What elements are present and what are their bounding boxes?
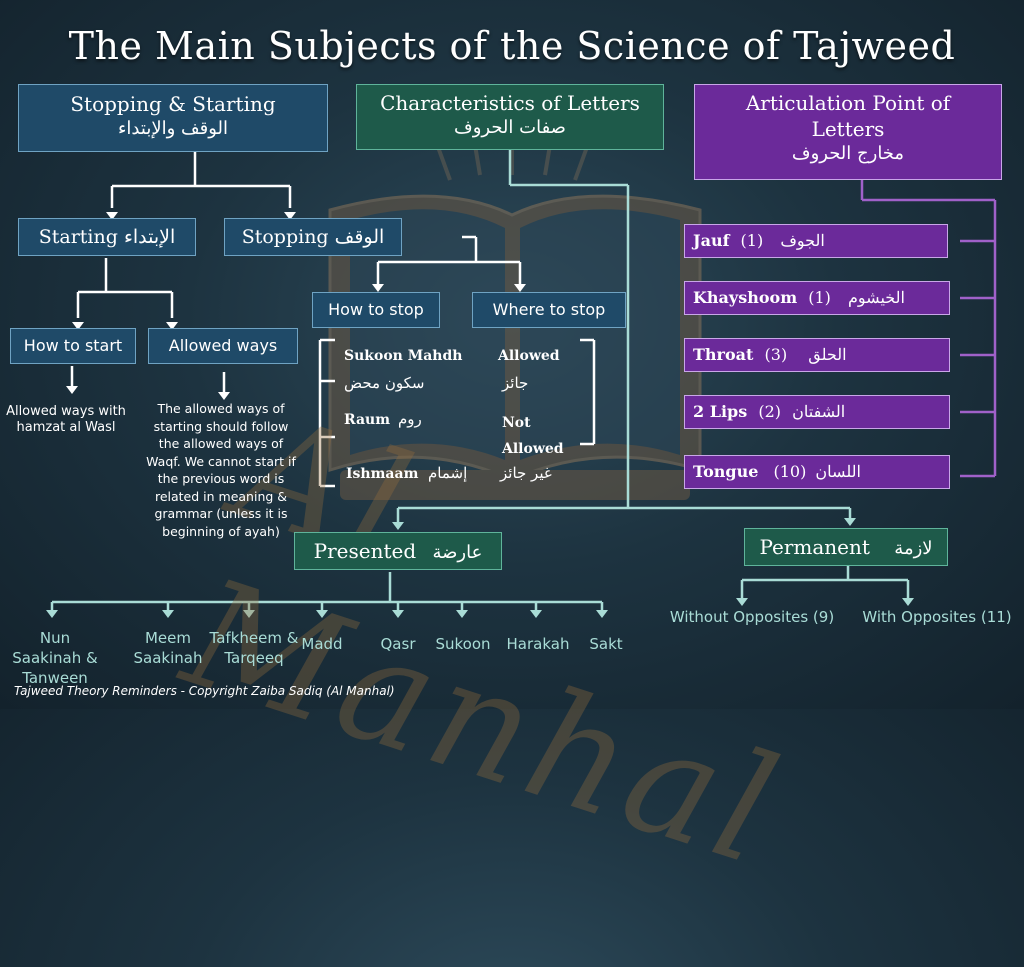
articulation-point-2: Khayshoom الخيشوم (1) xyxy=(684,281,950,315)
how-to-start-box: How to start xyxy=(10,328,136,364)
permanent-item-2: With Opposites (11) xyxy=(862,608,1012,626)
ap-4-ar: الشفتان xyxy=(792,402,846,421)
ap-2-count: (1) xyxy=(808,288,831,307)
ap-1-ar: الجوف xyxy=(780,231,825,250)
starting-en: Starting xyxy=(38,226,118,248)
ap-2-ar: الخيشوم xyxy=(848,288,905,307)
articulation-point-5: Tongue اللسان (10) xyxy=(684,455,950,489)
connector-lines xyxy=(46,110,997,618)
stop-place-1-ar: جائز xyxy=(502,374,529,392)
ap-4-en: 2 Lips xyxy=(693,402,748,421)
permanent-en: Permanent xyxy=(759,535,870,559)
footer-copyright: Tajweed Theory Reminders - Copyright Zai… xyxy=(14,684,395,698)
stopping-ar: الوقف xyxy=(334,226,385,248)
ap-2-en: Khayshoom xyxy=(693,288,798,307)
articulation-point-1: Jauf الجوف (1) xyxy=(684,224,948,258)
stopping-starting-en: Stopping & Starting xyxy=(70,92,276,116)
presented-item-8: Sakt xyxy=(589,635,623,653)
starting-ar: الإبتداء xyxy=(123,226,176,248)
articulation-point-4: 2 Lips الشفتان (2) xyxy=(684,395,950,429)
permanent-box: Permanent لازمة xyxy=(744,528,948,566)
ap-5-en: Tongue xyxy=(693,462,759,481)
where-to-stop-box: Where to stop xyxy=(472,292,626,328)
stop-method-3-ar: إشمام xyxy=(428,464,468,482)
stop-method-3-en: Ishmaam xyxy=(346,466,419,482)
presented-box: Presented عارضة xyxy=(294,532,502,570)
ap-3-ar: الحلق xyxy=(808,345,847,364)
articulation-ar: مخارج الحروف xyxy=(791,143,905,164)
stopping-starting-box: Stopping & Starting الوقف والإبتداء xyxy=(18,84,328,152)
articulation-en1: Articulation Point of xyxy=(745,91,951,115)
stop-method-1-ar: سكون محض xyxy=(344,374,425,392)
presented-item-5: Qasr xyxy=(380,635,416,653)
characteristics-ar: صفات الحروف xyxy=(454,117,566,138)
stopping-en: Stopping xyxy=(241,226,329,248)
presented-item-2: Meem Saakinah xyxy=(133,629,203,667)
allowed-ways-note: The allowed ways of starting should foll… xyxy=(146,401,296,539)
ap-3-en: Throat xyxy=(693,345,754,364)
ap-5-count: (10) xyxy=(773,462,807,481)
permanent-item-1: Without Opposites (9) xyxy=(669,608,835,626)
presented-en: Presented xyxy=(313,539,417,563)
starting-box: Starting الإبتداء xyxy=(18,218,196,256)
presented-item-7: Harakah xyxy=(506,635,570,653)
stop-place-2-ar: غير جائز xyxy=(500,464,552,482)
allowed-ways-hamzat-text: Allowed ways with hamzat al Wasl xyxy=(6,404,126,435)
diagram-canvas: Al Manhal The Main Subjects of the Scien… xyxy=(6,24,1012,901)
presented-arrowheads xyxy=(46,610,608,618)
how-to-stop-box: How to stop xyxy=(312,292,440,328)
presented-item-4: Madd xyxy=(301,635,343,653)
stopping-starting-ar: الوقف والإبتداء xyxy=(117,118,229,139)
ap-1-en: Jauf xyxy=(693,231,730,250)
permanent-ar: لازمة xyxy=(894,538,933,559)
ap-4-count: (2) xyxy=(758,402,782,421)
ap-3-count: (3) xyxy=(764,345,788,364)
stop-method-2-en: Raum xyxy=(344,412,391,428)
characteristics-en: Characteristics of Letters xyxy=(380,91,640,115)
articulation-en2: Letters xyxy=(811,117,885,141)
presented-item-1: Nun Saakinah & Tanween xyxy=(12,629,98,687)
allowed-ways-box: Allowed ways xyxy=(148,328,298,364)
stop-place-1-en: Allowed xyxy=(498,348,560,364)
ap-5-ar: اللسان xyxy=(815,462,861,481)
stop-method-1-en: Sukoon Mahdh xyxy=(344,348,463,364)
ap-1-count: (1) xyxy=(740,231,764,250)
presented-item-6: Sukoon xyxy=(435,635,491,653)
articulation-box: Articulation Point of Letters مخارج الحر… xyxy=(694,84,1002,180)
presented-ar: عارضة xyxy=(432,542,483,563)
presented-item-3: Tafkheem & Tarqeeq xyxy=(209,629,299,667)
articulation-point-3: Throat الحلق (3) xyxy=(684,338,950,372)
stop-method-2-ar: روم xyxy=(398,410,422,428)
stopping-box: Stopping الوقف xyxy=(224,218,402,256)
page-title: The Main Subjects of the Science of Tajw… xyxy=(68,24,956,68)
stop-place-2-en: Not Allowed xyxy=(502,415,564,457)
characteristics-box: Characteristics of Letters صفات الحروف xyxy=(356,84,664,150)
